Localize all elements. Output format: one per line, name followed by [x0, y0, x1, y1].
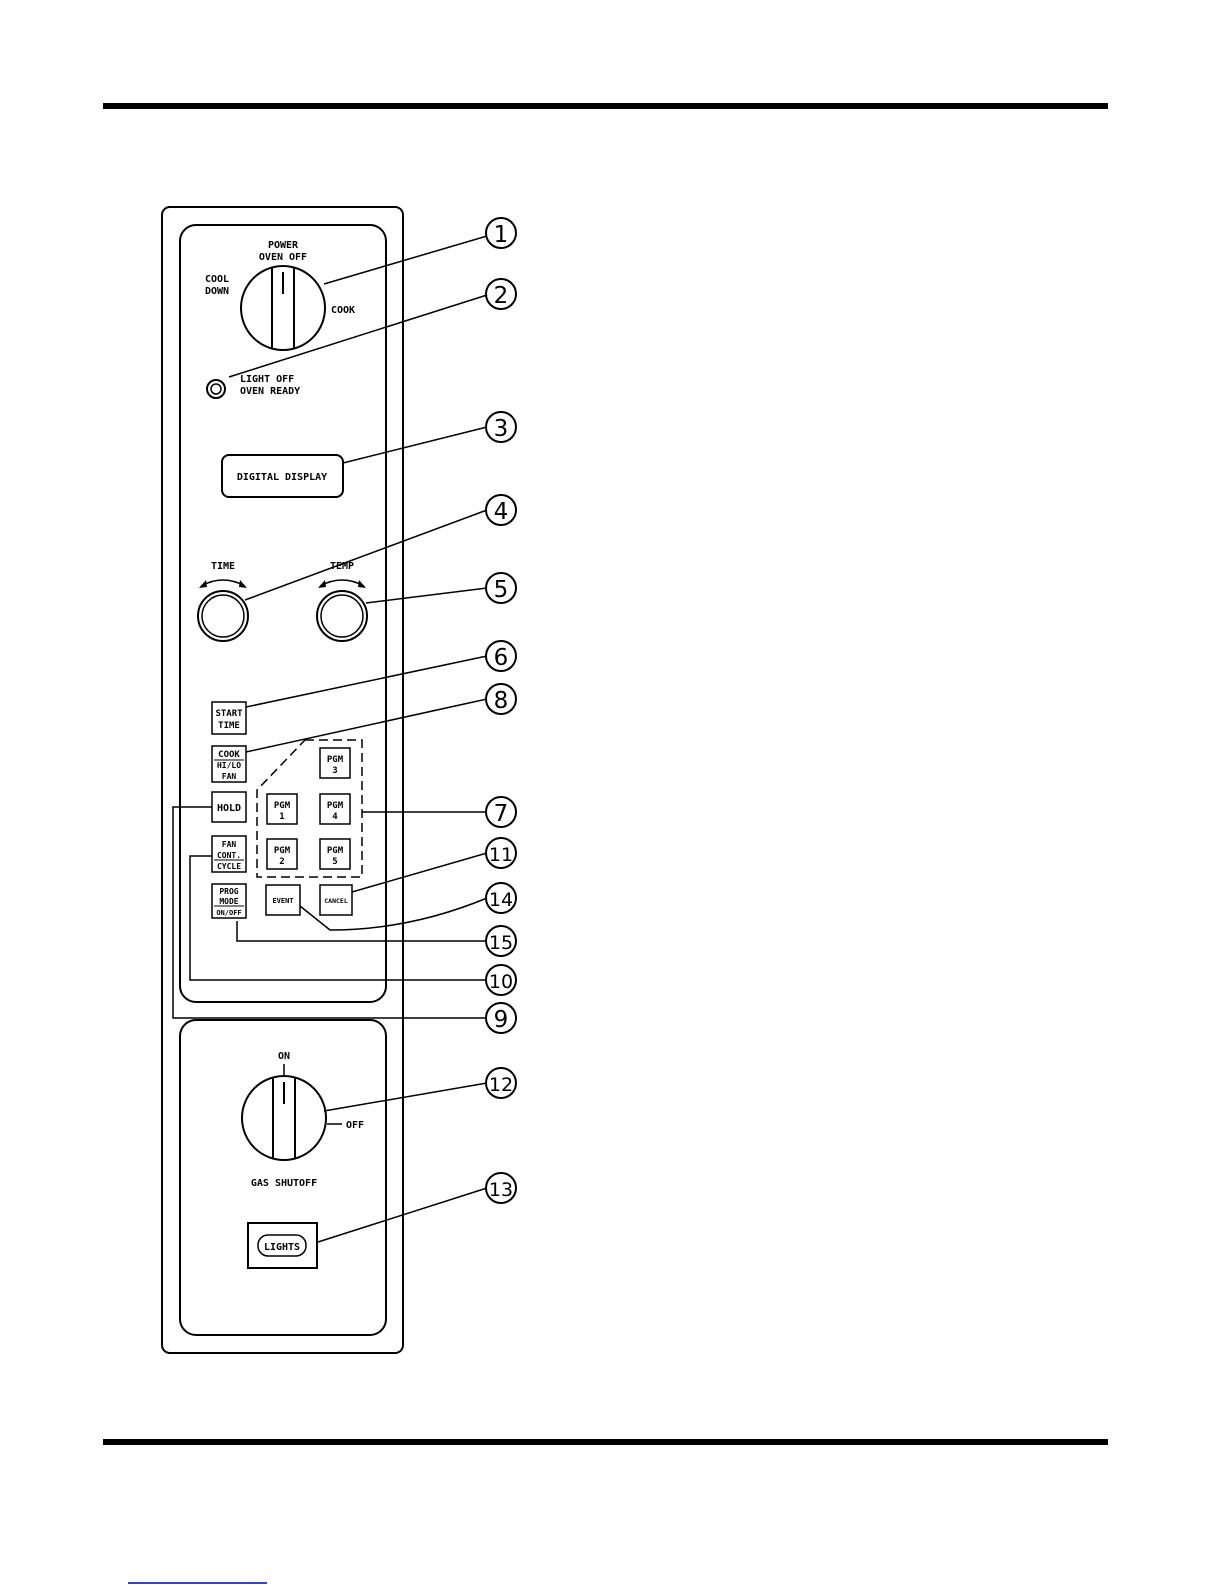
callout-4: 4 — [486, 495, 516, 525]
svg-text:PGM: PGM — [327, 801, 344, 811]
svg-text:CONT.: CONT. — [217, 851, 241, 860]
svg-text:LIGHTS: LIGHTS — [264, 1242, 300, 1253]
gas-on-label: ON — [278, 1051, 290, 1062]
svg-text:12: 12 — [489, 1074, 513, 1096]
svg-text:PGM: PGM — [274, 846, 291, 856]
fan-cont-cycle-button[interactable]: FAN CONT. CYCLE — [212, 836, 246, 872]
svg-text:2: 2 — [279, 857, 284, 867]
gas-shutoff-label: GAS SHUTOFF — [251, 1178, 317, 1189]
start-time-button[interactable]: START TIME — [212, 702, 246, 734]
digital-display-label: DIGITAL DISPLAY — [237, 472, 327, 483]
cook-label: COOK — [331, 305, 355, 316]
callout-9: 9 — [486, 1003, 516, 1033]
svg-text:COOK: COOK — [218, 750, 240, 760]
bottom-rule — [103, 1439, 1108, 1445]
svg-text:7: 7 — [494, 801, 509, 827]
svg-text:10: 10 — [489, 971, 513, 993]
svg-text:13: 13 — [489, 1179, 513, 1201]
svg-text:8: 8 — [494, 688, 509, 714]
callout-7: 7 — [486, 797, 516, 827]
cancel-button[interactable]: CANCEL — [320, 885, 352, 915]
callout-1: 1 — [486, 218, 516, 248]
callout-2: 2 — [486, 279, 516, 309]
power-label: POWER — [268, 240, 299, 251]
svg-text:EVENT: EVENT — [272, 897, 293, 905]
temp-arrow-icon — [318, 580, 366, 588]
event-button[interactable]: EVENT — [266, 885, 300, 915]
callout-6: 6 — [486, 641, 516, 671]
gas-off-label: OFF — [346, 1120, 364, 1131]
svg-text:PGM: PGM — [327, 755, 344, 765]
cook-hilo-fan-button[interactable]: COOK HI/LO FAN — [212, 746, 246, 782]
lights-switch[interactable]: LIGHTS — [248, 1223, 317, 1268]
svg-text:9: 9 — [494, 1007, 509, 1033]
svg-text:5: 5 — [332, 857, 337, 867]
svg-text:1: 1 — [494, 222, 509, 248]
svg-text:1: 1 — [279, 812, 284, 822]
svg-text:HOLD: HOLD — [217, 803, 241, 814]
pgm-4-button[interactable]: PGM 4 — [320, 794, 350, 824]
callout-13: 13 — [486, 1173, 516, 1203]
temp-knob[interactable] — [317, 591, 367, 641]
callout-3: 3 — [486, 412, 516, 442]
svg-text:PGM: PGM — [327, 846, 344, 856]
time-label: TIME — [211, 561, 235, 572]
svg-text:4: 4 — [332, 812, 338, 822]
gas-shutoff-knob[interactable] — [242, 1076, 326, 1160]
svg-text:MODE: MODE — [219, 897, 238, 906]
svg-text:15: 15 — [489, 932, 513, 954]
svg-text:CYCLE: CYCLE — [217, 862, 241, 871]
time-knob[interactable] — [198, 591, 248, 641]
callout-5: 5 — [486, 573, 516, 603]
svg-text:5: 5 — [494, 577, 509, 603]
svg-text:PROG: PROG — [219, 887, 238, 896]
callout-15: 15 — [486, 926, 516, 956]
oven-ready-label: OVEN READY — [240, 386, 300, 397]
callout-10: 10 — [486, 965, 516, 995]
svg-text:11: 11 — [489, 844, 513, 866]
power-selector-knob[interactable] — [241, 266, 325, 350]
svg-text:4: 4 — [494, 499, 509, 525]
pgm-2-button[interactable]: PGM 2 — [267, 839, 297, 869]
svg-text:2: 2 — [494, 283, 509, 309]
callout-8: 8 — [486, 684, 516, 714]
oven-ready-light — [207, 380, 225, 398]
svg-text:FAN: FAN — [222, 772, 237, 781]
light-off-label: LIGHT OFF — [240, 374, 294, 385]
down-label: DOWN — [205, 286, 229, 297]
top-rule — [103, 103, 1108, 109]
svg-text:14: 14 — [489, 889, 513, 911]
svg-text:ON/OFF: ON/OFF — [216, 909, 241, 917]
time-arrow-icon — [199, 580, 247, 588]
oven-off-label: OVEN OFF — [259, 252, 307, 263]
svg-text:HI/LO: HI/LO — [217, 761, 241, 770]
pgm-1-button[interactable]: PGM 1 — [267, 794, 297, 824]
svg-text:TIME: TIME — [218, 721, 240, 731]
prog-mode-button[interactable]: PROG MODE ON/OFF — [212, 884, 246, 918]
pgm-group-outline — [257, 740, 362, 877]
svg-text:START: START — [215, 709, 243, 719]
pgm-3-button[interactable]: PGM 3 — [320, 748, 350, 778]
callout-11: 11 — [486, 838, 516, 868]
hold-button[interactable]: HOLD — [212, 792, 246, 822]
svg-text:CANCEL: CANCEL — [324, 897, 348, 905]
svg-text:3: 3 — [494, 416, 509, 442]
callout-14: 14 — [486, 883, 516, 913]
cool-label: COOL — [205, 274, 229, 285]
callout-12: 12 — [486, 1068, 516, 1098]
pgm-5-button[interactable]: PGM 5 — [320, 839, 350, 869]
svg-text:PGM: PGM — [274, 801, 291, 811]
svg-text:3: 3 — [332, 766, 337, 776]
svg-text:FAN: FAN — [222, 840, 237, 849]
svg-text:6: 6 — [494, 645, 509, 671]
